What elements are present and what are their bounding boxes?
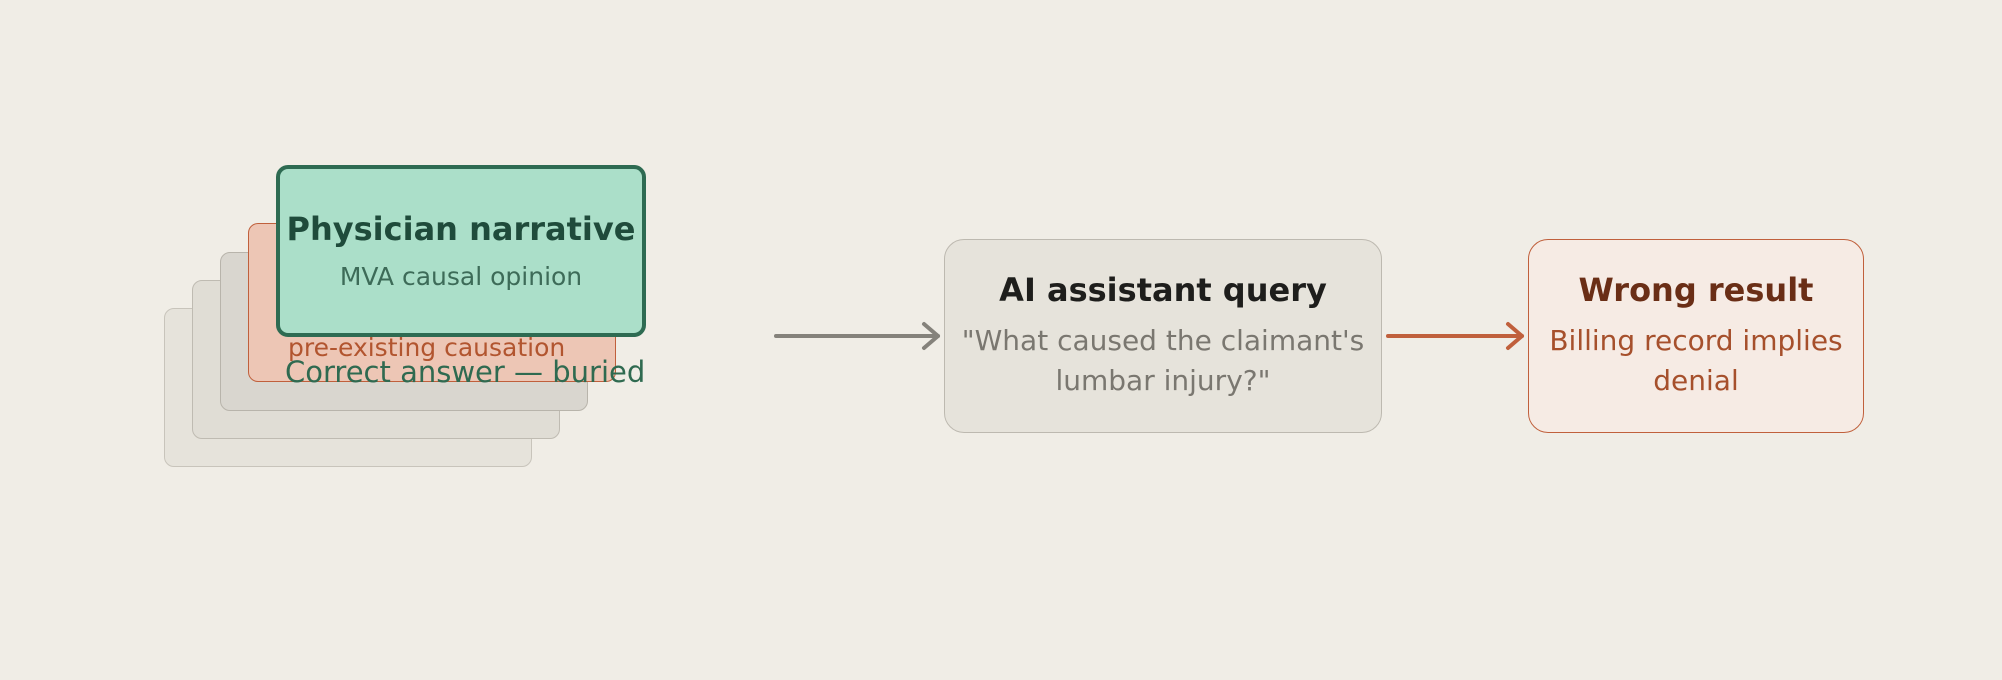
- ai-query-title: AI assistant query: [999, 271, 1327, 309]
- buried-answer-label: Correct answer — buried: [285, 355, 646, 389]
- wrong-result-text: Billing record implies denial: [1549, 324, 1843, 397]
- ai-query-text: "What caused the claimant's lumbar injur…: [961, 324, 1365, 397]
- arrow-documents-to-query: [774, 322, 940, 350]
- wrong-result-box: Wrong result Billing record implies deni…: [1528, 239, 1864, 433]
- ai-query-box: AI assistant query "What caused the clai…: [944, 239, 1382, 433]
- billing-record-text: pre-existing causation: [288, 333, 566, 362]
- arrow-query-to-result: [1386, 322, 1524, 350]
- wrong-result-title: Wrong result: [1578, 271, 1814, 309]
- physician-narrative-subtitle: MVA causal opinion: [339, 261, 583, 291]
- physician-narrative-card: Physician narrative MVA causal opinion: [276, 165, 646, 337]
- physician-narrative-title: Physician narrative: [286, 209, 636, 248]
